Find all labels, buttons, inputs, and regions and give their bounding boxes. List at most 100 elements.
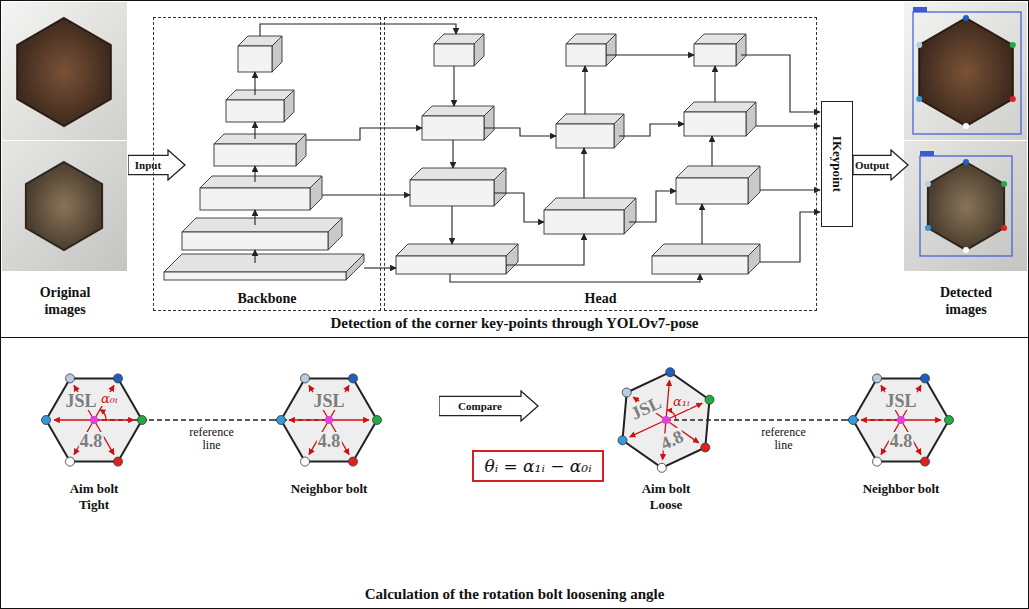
flow-arrow <box>254 210 255 225</box>
reference-line <box>149 419 274 420</box>
stage-box: Backbone <box>153 17 381 311</box>
flow-arrow <box>760 212 820 262</box>
corner-keypoint <box>277 416 286 425</box>
bolt-marking: 4.8 <box>317 432 342 450</box>
angle-arc <box>100 410 106 420</box>
feature-block <box>214 134 306 166</box>
formula-text: θᵢ = α₁ᵢ − α₀ᵢ <box>484 455 591 477</box>
flow-arrow <box>619 124 684 136</box>
flow-arrow <box>741 55 820 112</box>
bolt-marking: JSL <box>64 392 97 410</box>
flow-arrow <box>711 136 712 166</box>
corner-keypoint <box>301 457 310 466</box>
detected-photo <box>904 141 1027 271</box>
flow-arrow <box>583 148 584 198</box>
corner-keypoint <box>921 457 930 466</box>
corner-vector <box>666 380 670 420</box>
corner-keypoint <box>349 374 358 383</box>
flow-arrow <box>254 122 255 139</box>
hexagon-outline <box>39 365 149 475</box>
image-group-label: Detected images <box>921 284 1011 318</box>
bolt-hexagon: JSL4.8α₁ᵢAim bolt Loose <box>611 365 721 525</box>
corner-keypoint <box>66 374 75 383</box>
flow-arrow <box>701 204 702 244</box>
image-group-label: Original images <box>20 284 110 318</box>
bolt-caption: Aim bolt Loose <box>631 481 701 513</box>
corner-keypoint <box>873 374 882 383</box>
corner-vector <box>54 419 94 420</box>
center-point <box>897 416 905 424</box>
flow-arrow <box>714 66 715 102</box>
flow-arrow <box>584 66 585 114</box>
bolt-marking: JSL <box>312 392 345 410</box>
corner-keypoint <box>114 374 123 383</box>
flow-arrow <box>606 54 694 55</box>
corner-vector <box>901 419 941 420</box>
hexagon-outline <box>611 365 721 475</box>
hexagon-outline <box>274 365 384 475</box>
corner-vector <box>94 419 134 420</box>
flow-arrow <box>254 250 255 263</box>
feature-block <box>226 90 294 122</box>
corner-keypoint <box>114 457 123 466</box>
flow-arrow <box>451 206 452 244</box>
stage-label: Head <box>385 290 816 307</box>
center-point <box>90 416 98 424</box>
feature-block <box>200 176 322 210</box>
bolt-caption: Neighbor bolt <box>841 481 961 497</box>
flow-arrow <box>494 193 544 222</box>
feature-block <box>238 36 282 72</box>
flow-arrow <box>364 267 396 268</box>
block-arrow: Output <box>853 149 909 181</box>
angle-symbol: α₀ᵢ <box>101 392 118 406</box>
bolt-caption: Neighbor bolt <box>269 481 389 497</box>
flow-arrow <box>306 128 422 140</box>
feature-block <box>182 218 342 250</box>
center-point <box>325 416 333 424</box>
block-arrow: Input <box>128 149 186 181</box>
module-label: IKeypoint <box>829 136 845 192</box>
flow-arrow <box>450 274 700 282</box>
corner-keypoint <box>138 416 147 425</box>
flow-arrow <box>322 194 410 195</box>
corner-keypoint <box>657 463 666 472</box>
corner-keypoint <box>42 416 51 425</box>
corner-keypoint <box>701 443 710 452</box>
connector-label: reference line <box>181 426 243 452</box>
corner-keypoint <box>301 374 310 383</box>
stage-box: Head <box>384 17 817 311</box>
panel: Calculation of the rotation bolt looseni… <box>0 337 1029 609</box>
flow-arrow <box>453 66 454 106</box>
feature-block <box>434 34 484 66</box>
corner-keypoint <box>66 457 75 466</box>
feature-block <box>684 102 756 136</box>
reference-line <box>721 419 846 420</box>
corner-keypoint <box>849 416 858 425</box>
flow-arrow <box>260 24 456 36</box>
panel: Detection of the corner key-points throu… <box>0 0 1029 338</box>
flow-arrow <box>760 189 820 190</box>
feature-block <box>544 198 636 234</box>
corner-vector <box>289 419 329 420</box>
keypoint-head-box: IKeypoint <box>821 101 853 227</box>
bolt-marking: 4.8 <box>79 432 104 450</box>
reference-line <box>666 419 721 420</box>
feature-block <box>164 254 364 280</box>
formula-box: θᵢ = α₁ᵢ − α₀ᵢ <box>472 450 603 482</box>
corner-keypoint <box>622 388 631 397</box>
corner-keypoint <box>705 395 714 404</box>
corner-keypoint <box>618 436 627 445</box>
center-point <box>662 416 670 424</box>
hexagon-outline <box>846 365 956 475</box>
corner-vector <box>329 419 369 420</box>
original-photo <box>2 2 127 140</box>
corner-keypoint <box>945 416 954 425</box>
feature-block <box>566 34 616 66</box>
feature-block <box>396 244 518 274</box>
panel-caption: Calculation of the rotation bolt looseni… <box>1 585 1028 603</box>
corner-keypoint <box>349 457 358 466</box>
arrow-label: Output <box>853 149 891 181</box>
connector-label: reference line <box>753 426 815 452</box>
corner-keypoint <box>373 416 382 425</box>
